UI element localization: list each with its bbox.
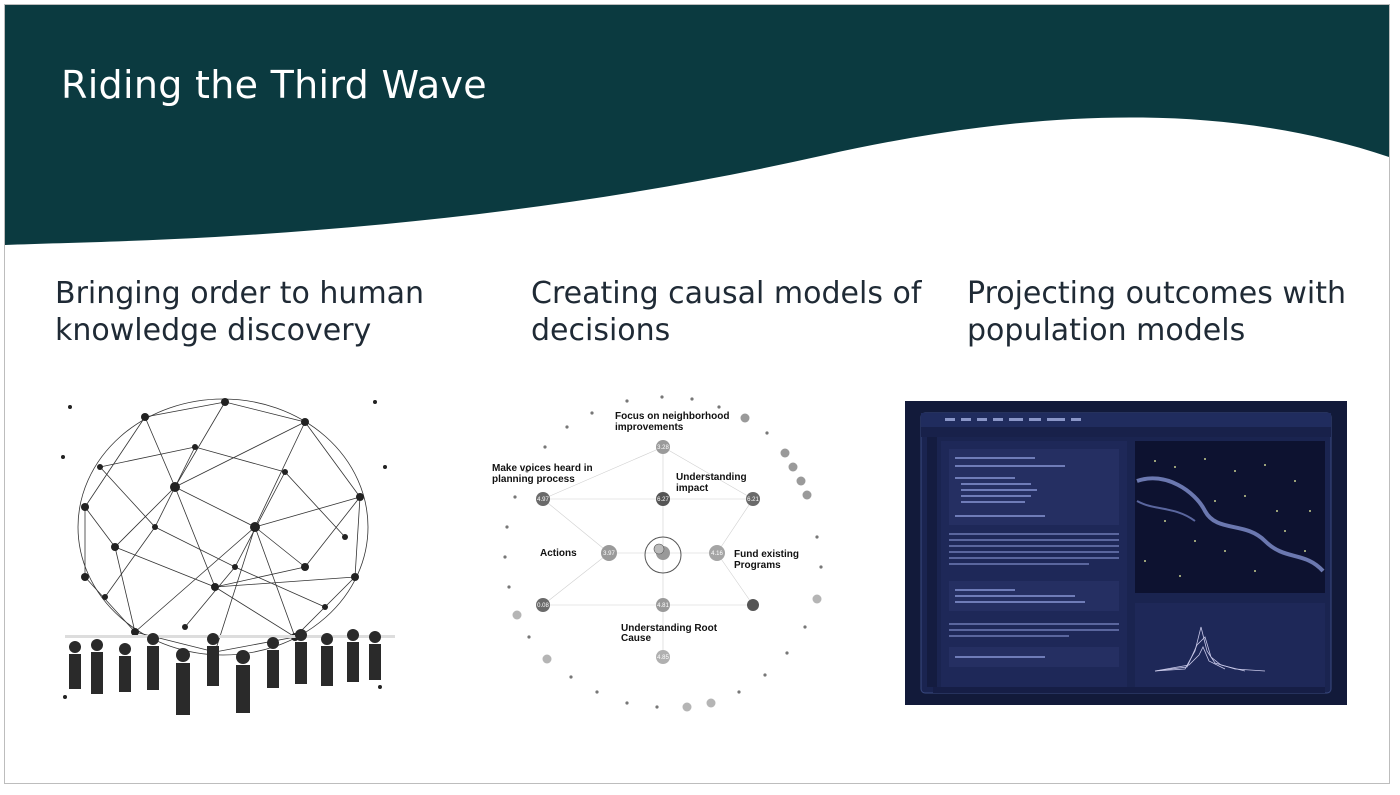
node-value-root: 4.81 — [657, 603, 669, 609]
slide-title: Riding the Third Wave — [61, 63, 487, 107]
notebook-map-screenshot — [905, 401, 1347, 705]
center-ring — [644, 536, 682, 574]
node-value-voices: 4.97 — [537, 497, 549, 503]
label-focus-line1: Focus on neighborhood — [615, 411, 729, 422]
node-value-actions: 3.97 — [603, 551, 615, 557]
chart-curves — [1154, 626, 1266, 672]
side-toolbar — [927, 437, 937, 687]
network-nodes — [61, 398, 387, 699]
column-heading-knowledge-discovery: Bringing order to human knowledge discov… — [55, 276, 425, 348]
menu-bar — [921, 413, 1331, 427]
column-heading-population-models: Projecting outcomes with population mode… — [967, 276, 1347, 348]
causal-graph-diagram: 3.28 4.97 6.27 6.21 3.97 4.16 0.08 4.81 … — [492, 395, 823, 712]
network-sphere — [77, 398, 369, 656]
node-value-fund: 4.16 — [711, 551, 723, 557]
label-voices-line1: Make voices heard in — [492, 463, 593, 474]
label-impact-line2: impact — [676, 483, 709, 494]
label-root-line1: Understanding Root — [621, 623, 718, 634]
outer-dot-ring — [503, 395, 823, 712]
label-root-line2: Cause — [621, 633, 651, 644]
label-voices-line2: planning process — [492, 474, 575, 485]
label-actions: Actions — [540, 548, 577, 559]
label-focus-line2: improvements — [615, 422, 684, 433]
header-wave-banner — [5, 5, 1389, 245]
node-value-impact: 6.27 — [657, 497, 669, 503]
column-heading-causal-models: Creating causal models of decisions — [531, 276, 922, 348]
label-fund-line2: Programs — [734, 560, 781, 571]
node-value-right-upper: 6.21 — [747, 497, 759, 503]
node-value-focus: 3.28 — [657, 445, 669, 451]
network-crowd-illustration — [61, 398, 395, 715]
crowd-figures — [65, 629, 395, 715]
label-fund-line1: Fund existing — [734, 549, 799, 560]
label-impact-line1: Understanding — [676, 472, 747, 483]
node-value-bottom: 4.85 — [657, 655, 669, 661]
node-labels: Focus on neighborhood improvements Make … — [492, 411, 799, 644]
status-bar — [933, 687, 1325, 693]
chart-panel — [1135, 603, 1325, 687]
map-points — [1144, 458, 1311, 577]
map-panel — [1135, 441, 1325, 593]
node-value-left-lower: 0.08 — [537, 603, 549, 609]
value-nodes: 3.28 4.97 6.27 6.21 3.97 4.16 0.08 4.81 … — [536, 440, 760, 664]
slide: Riding the Third Wave Bringing order to … — [4, 4, 1390, 784]
